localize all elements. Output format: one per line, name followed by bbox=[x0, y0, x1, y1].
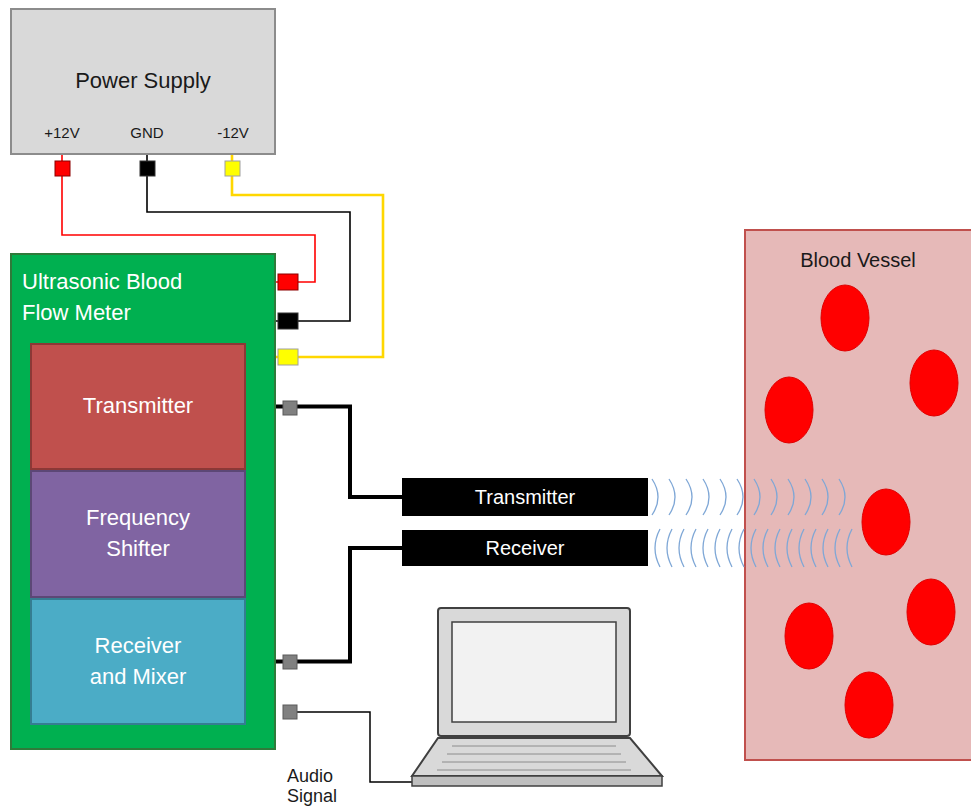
voltage-label: +12V bbox=[32, 124, 92, 142]
terminal-plus bbox=[278, 274, 298, 290]
blood-cell bbox=[862, 489, 910, 555]
blood-cell bbox=[785, 603, 833, 669]
blood-vessel-shape bbox=[745, 230, 971, 760]
terminal-ground bbox=[278, 313, 298, 329]
text-holder: Receiver and Mixer bbox=[32, 600, 244, 723]
module-box: Frequency Shifter bbox=[30, 470, 246, 598]
laptop-lid bbox=[438, 608, 630, 736]
text-holder: Frequency Shifter bbox=[32, 472, 244, 596]
node-text: Ultrasonic Blood Flow Meter bbox=[22, 267, 222, 329]
cable-connector bbox=[283, 401, 297, 415]
laptop-screen bbox=[452, 622, 616, 722]
blood-cell bbox=[910, 350, 958, 416]
node-text: Receiver bbox=[486, 536, 565, 560]
blood-cell bbox=[765, 377, 813, 443]
node-text: Receiver and Mixer bbox=[83, 631, 193, 693]
reflected-waves bbox=[655, 529, 852, 567]
probe-box: Transmitter bbox=[402, 478, 648, 516]
text-holder: Receiver bbox=[403, 531, 647, 565]
blood-cell bbox=[821, 285, 869, 351]
terminal-plus bbox=[55, 161, 70, 176]
node-text: Transmitter bbox=[475, 485, 575, 509]
vessel-region: Blood Vessel bbox=[745, 230, 971, 760]
node-text: Blood Vessel bbox=[800, 248, 916, 272]
device-housing: Ultrasonic Blood Flow MeterTransmitterFr… bbox=[10, 253, 276, 750]
transmitted-waves bbox=[652, 479, 845, 515]
signal-label: Audio Signal bbox=[287, 766, 357, 806]
laptop-base bbox=[412, 738, 662, 776]
node-text: Transmitter bbox=[83, 393, 193, 419]
text-holder: Transmitter bbox=[32, 345, 244, 468]
blood-cell bbox=[845, 672, 893, 738]
node-text: Power Supply bbox=[75, 68, 211, 94]
cable-connector bbox=[283, 655, 297, 669]
terminal-minus bbox=[278, 349, 298, 365]
terminal-minus bbox=[225, 161, 240, 176]
laptop-keyboard bbox=[437, 746, 631, 770]
text-holder: Blood Vessel bbox=[745, 230, 971, 760]
laptop-edge bbox=[412, 776, 662, 786]
text-holder: Transmitter bbox=[403, 479, 647, 515]
terminal-ground bbox=[140, 161, 155, 176]
module-box: Transmitter bbox=[30, 343, 246, 470]
cable-connector bbox=[283, 705, 297, 719]
pin-label: GND bbox=[117, 124, 177, 142]
blood-cell bbox=[907, 579, 955, 645]
laptop-icon bbox=[412, 608, 662, 786]
blood-cells bbox=[765, 285, 958, 738]
node-text: Frequency Shifter bbox=[73, 503, 203, 565]
probe-box: Receiver bbox=[402, 530, 648, 566]
voltage-label: -12V bbox=[203, 124, 263, 142]
module-box: Receiver and Mixer bbox=[30, 598, 246, 725]
